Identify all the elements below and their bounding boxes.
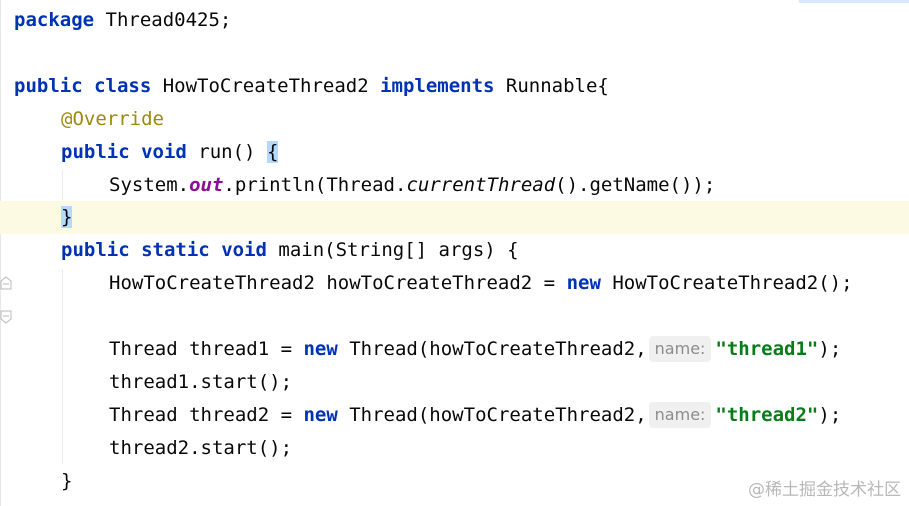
package-name: Thread0425; [94, 9, 232, 31]
thread-constructor: Thread(howToCreateThread2, [337, 404, 647, 426]
gutter-divider [0, 0, 1, 506]
system-class: System. [109, 174, 190, 196]
code-line-println[interactable]: System.out.println(Thread.currentThread(… [0, 169, 909, 202]
indent-guide [62, 170, 63, 200]
code-line-main[interactable]: public static void main(String[] args) { [0, 234, 909, 324]
keyword-new: new [303, 338, 338, 360]
constructor-call: HowToCreateThread2(); [600, 272, 853, 294]
thread2-string: "thread2" [715, 404, 819, 426]
code-line-start1[interactable]: thread1.start(); [0, 366, 909, 399]
parameter-name-hint: name: [648, 336, 712, 362]
watermark: @稀土掘金技术社区 [748, 480, 901, 500]
matched-open-brace: { [266, 141, 279, 163]
code-line-package[interactable]: package Thread0425; [0, 4, 909, 37]
main-signature: main(String[] args) { [266, 239, 519, 261]
thread1-string: "thread1" [715, 338, 819, 360]
run-method: run() [186, 141, 267, 163]
code-line-instance[interactable]: HowToCreateThread2 howToCreateThread2 = … [0, 267, 909, 300]
code-line-class[interactable]: public class HowToCreateThread2 implemen… [0, 70, 909, 103]
thread1-declaration: Thread thread1 = [109, 338, 304, 360]
class-name: HowToCreateThread2 [151, 75, 381, 97]
interface-name: Runnable{ [494, 75, 609, 97]
indent-guide [62, 269, 63, 464]
keyword-package: package [14, 9, 95, 31]
out-field: out [189, 174, 224, 196]
keyword-static: static [141, 239, 210, 261]
keyword-public: public [61, 239, 130, 261]
keyword-void: void [141, 141, 187, 163]
code-line-thread2[interactable]: Thread thread2 = new Thread(howToCreateT… [0, 399, 909, 432]
keyword-class: class [94, 75, 152, 97]
thread2-start-call: thread2.start(); [109, 437, 293, 459]
fold-start-icon[interactable] [0, 146, 12, 226]
keyword-implements: implements [380, 75, 495, 97]
keyword-new: new [303, 404, 338, 426]
statement-end: ); [818, 338, 842, 360]
keyword-void: void [221, 239, 267, 261]
code-line-run[interactable]: public void run() { [0, 136, 909, 226]
keyword-new: new [566, 272, 601, 294]
keyword-public: public [14, 75, 83, 97]
thread-constructor: Thread(howToCreateThread2, [337, 338, 647, 360]
println-call: .println(Thread. [223, 174, 407, 196]
statement-end: ); [818, 404, 842, 426]
parameter-name-hint: name: [648, 402, 712, 428]
thread1-start-call: thread1.start(); [109, 371, 293, 393]
thread2-declaration: Thread thread2 = [109, 404, 304, 426]
code-line-thread1[interactable]: Thread thread1 = new Thread(howToCreateT… [0, 333, 909, 366]
code-line-close-main[interactable]: } [0, 465, 909, 498]
code-line-start2[interactable]: thread2.start(); [0, 432, 909, 465]
scroll-marker [799, 0, 909, 3]
code-line-annotation[interactable]: @Override [0, 103, 909, 136]
code-line-close-run-current[interactable]: } [0, 201, 909, 290]
get-name-call: ().getName()); [555, 174, 716, 196]
current-thread-method: currentThread [406, 174, 556, 196]
matched-close-brace: } [61, 206, 73, 228]
keyword-public: public [61, 141, 130, 163]
instance-declaration: HowToCreateThread2 howToCreateThread2 = [109, 272, 567, 294]
fold-end-icon[interactable] [0, 210, 12, 290]
fold-start-icon[interactable] [0, 244, 12, 324]
override-annotation: @Override [61, 108, 164, 130]
close-brace: } [61, 470, 73, 492]
